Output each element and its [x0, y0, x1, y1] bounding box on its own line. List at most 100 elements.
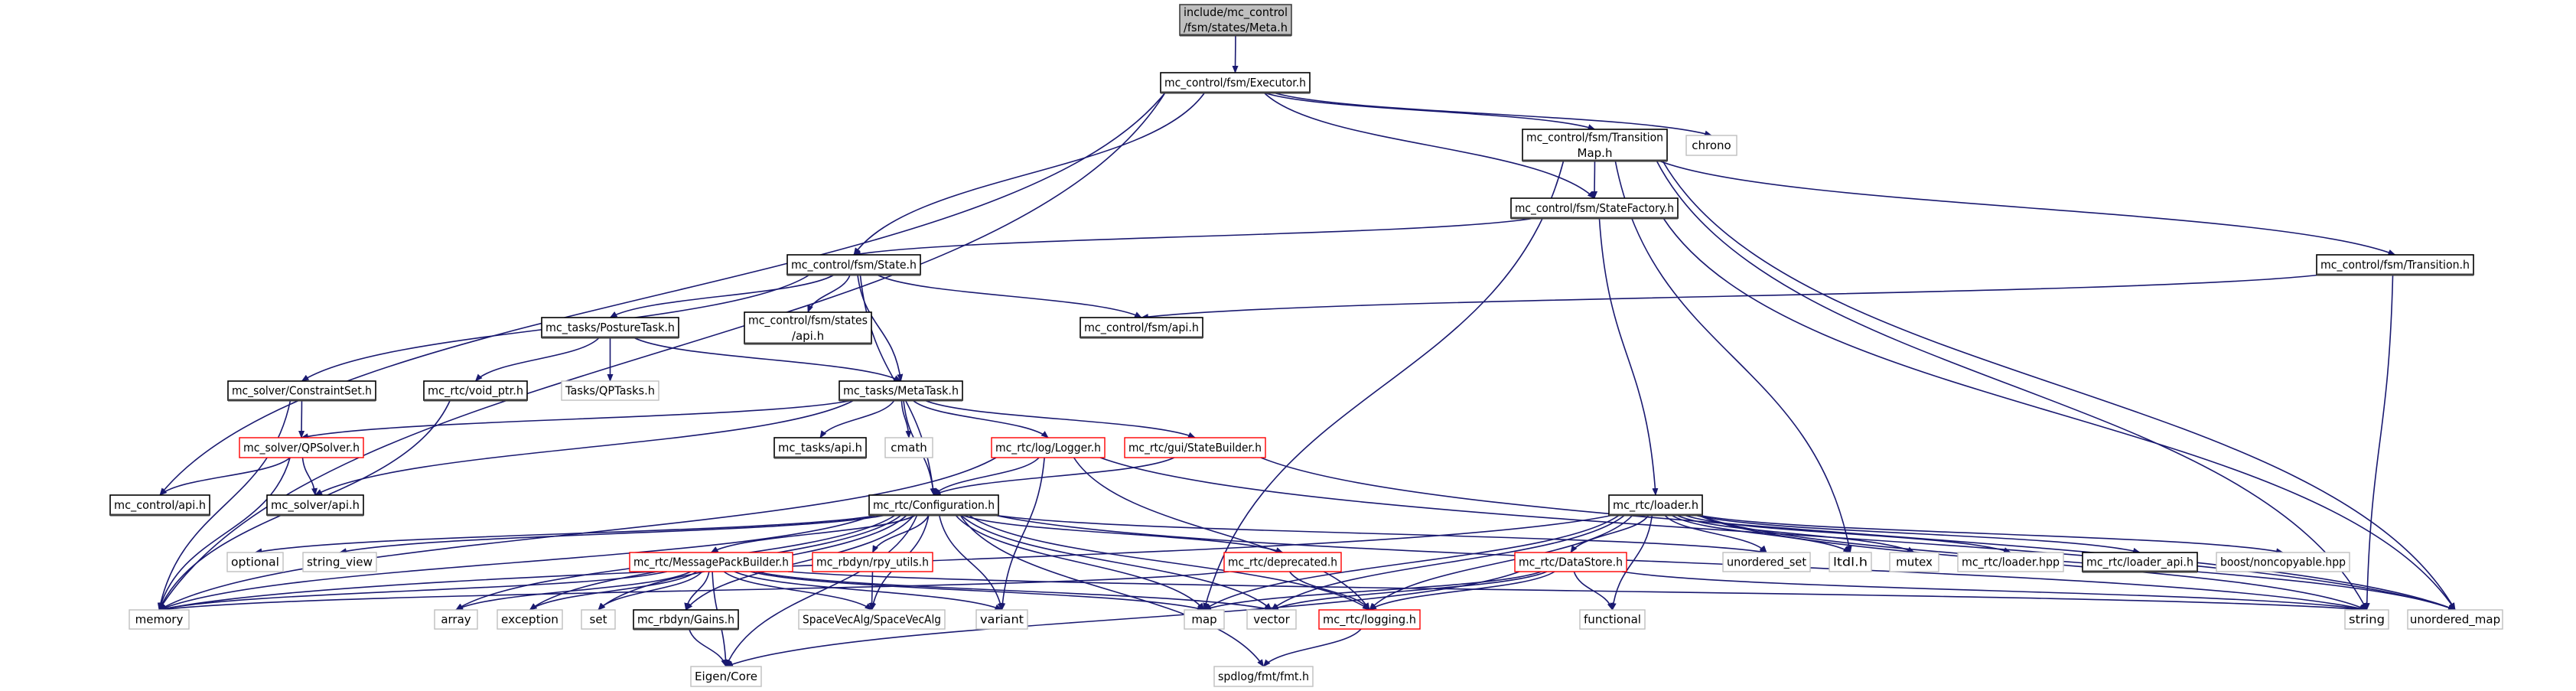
node-rpyutils[interactable]: mc_rbdyn/rpy_utils.h [812, 552, 933, 572]
node-deprecated[interactable]: mc_rtc/deprecated.h [1223, 552, 1342, 572]
edge-executor-to-statefactory [1263, 92, 1595, 199]
node-posturetask[interactable]: mc_tasks/PostureTask.h [541, 317, 679, 339]
node-label: array [441, 613, 471, 627]
edge-configuration-to-map [955, 514, 1205, 611]
edge-transitionmap-to-ltdl [1614, 160, 1852, 553]
node-label: mc_solver/ConstraintSet.h [232, 384, 372, 399]
node-box [1514, 552, 1627, 572]
node-loader[interactable]: mc_rtc/loader.h [1608, 494, 1703, 517]
node-optional: optional [226, 552, 284, 572]
node-gains[interactable]: mc_rbdyn/Gains.h [633, 609, 739, 631]
edge-logging-to-spdlog [1262, 628, 1362, 667]
node-label: mc_solver/QPSolver.h [243, 441, 360, 455]
node-box [629, 552, 793, 572]
node-box [1889, 552, 1939, 572]
node-qptasks: Tasks/QPTasks.h [561, 380, 659, 401]
node-label: cmath [891, 441, 927, 455]
node-eigen: Eigen/Core [690, 666, 762, 687]
node-transition[interactable]: mc_control/fsm/Transition.h [2316, 254, 2474, 276]
edge-state-to-fsmapi [876, 274, 1142, 318]
node-box [1179, 4, 1292, 36]
node-solverapi[interactable]: mc_solver/api.h [266, 494, 364, 517]
node-box [1184, 609, 1225, 630]
edge-logger-to-configuration [933, 457, 1040, 496]
node-box [812, 552, 933, 572]
edge-loader-to-loaderapi [1694, 514, 2141, 554]
edge-metatask-to-cmath [900, 399, 912, 438]
node-label: mc_rtc/logging.h [1323, 613, 1416, 627]
edge-datastore-to-vector [1271, 571, 1548, 611]
edge-loader-to-ltdl [1670, 514, 1851, 553]
node-qpsolver[interactable]: mc_solver/QPSolver.h [239, 437, 364, 458]
node-map: map [1184, 609, 1225, 630]
node-box [2082, 552, 2198, 572]
node-statefactory[interactable]: mc_control/fsm/StateFactory.h [1510, 197, 1679, 220]
node-box [1213, 666, 1314, 687]
node-string: string [2344, 609, 2389, 630]
edge-metatask-to-statebuilder [923, 399, 1196, 438]
node-box [2344, 609, 2389, 630]
node-meta[interactable]: include/mc_control/fsm/states/Meta.h [1179, 4, 1292, 37]
edge-loader-to-boost [1697, 514, 2284, 555]
edge-gains-to-eigen [688, 628, 728, 667]
node-functional: functional [1579, 609, 1646, 630]
node-fsmapi[interactable]: mc_control/fsm/api.h [1080, 317, 1203, 339]
node-statesapi[interactable]: mc_control/fsm/states/api.h [744, 311, 872, 345]
edge-statebuilder-to-unorderedmap [1260, 457, 2456, 611]
node-box [1510, 197, 1679, 219]
edge-configuration-to-eigen [725, 514, 918, 667]
edge-configuration-to-string [993, 514, 2368, 611]
edge-loader-to-functional [1610, 514, 1653, 611]
node-tasksapi[interactable]: mc_tasks/api.h [773, 437, 867, 459]
node-loaderapi[interactable]: mc_rtc/loader_api.h [2082, 552, 2198, 573]
edge-loader-to-datastore [1570, 514, 1649, 553]
node-executor[interactable]: mc_control/fsm/Executor.h [1160, 72, 1311, 94]
node-box [1685, 135, 1737, 156]
edge-messagepack-to-vector [755, 571, 1272, 611]
edge-transitionmap-to-string [1656, 160, 2368, 611]
node-chrono: chrono [1685, 135, 1737, 156]
node-label: mc_rtc/loader.h [1613, 498, 1698, 513]
node-box [798, 609, 946, 630]
node-box [1246, 609, 1297, 630]
node-box [2407, 609, 2503, 630]
node-controlapi[interactable]: mc_control/api.h [109, 494, 210, 517]
node-label: /api.h [792, 329, 824, 343]
edge-statefactory-to-unorderedmap [1663, 217, 2456, 611]
node-logger[interactable]: mc_rtc/log/Logger.h [991, 437, 1106, 458]
node-configuration[interactable]: mc_rtc/Configuration.h [868, 494, 999, 517]
edge-executor-to-state [853, 92, 1206, 256]
edge-transitionmap-to-map [1203, 160, 1565, 611]
node-voidptr[interactable]: mc_rtc/void_ptr.h [423, 380, 528, 402]
node-label: mc_rtc/deprecated.h [1228, 556, 1337, 570]
node-label: string [2349, 613, 2385, 627]
node-loaderhpp: mc_rtc/loader.hpp [1957, 552, 2064, 572]
node-label: mc_rtc/loader_api.h [2086, 556, 2193, 570]
node-box [991, 437, 1106, 458]
node-metatask[interactable]: mc_tasks/MetaTask.h [839, 380, 963, 402]
edge-configuration-to-rpyutils [871, 514, 930, 553]
node-label: mc_control/api.h [114, 498, 206, 513]
node-datastore[interactable]: mc_rtc/DataStore.h [1514, 552, 1627, 572]
node-label: mc_rtc/DataStore.h [1519, 556, 1623, 570]
edge-constraintset-to-memory [157, 399, 291, 611]
node-label: unordered_set [1727, 556, 1806, 570]
node-state[interactable]: mc_control/fsm/State.h [786, 254, 921, 276]
edge-configuration-to-stringview [339, 514, 887, 555]
node-messagepack[interactable]: mc_rtc/MessagePackBuilder.h [629, 552, 793, 572]
edge-configuration-to-variant [938, 514, 1004, 611]
edge-metatask-to-logger [912, 399, 1049, 438]
edge-metatask-to-qpsolver [301, 399, 853, 440]
edge-qpsolver-to-solverapi [301, 457, 318, 496]
node-label: Map.h [1578, 146, 1613, 160]
node-box [1608, 494, 1703, 516]
node-box [129, 609, 190, 630]
edge-executor-to-memory [158, 92, 1166, 611]
node-statebuilder[interactable]: mc_rtc/gui/StateBuilder.h [1124, 437, 1266, 458]
node-label: mc_tasks/PostureTask.h [545, 321, 675, 335]
node-boost: boost/noncopyable.hpp [2216, 552, 2350, 572]
node-constraintset[interactable]: mc_solver/ConstraintSet.h [227, 380, 376, 402]
node-label: ltdl.h [1833, 556, 1868, 569]
node-logging[interactable]: mc_rtc/logging.h [1318, 609, 1421, 630]
